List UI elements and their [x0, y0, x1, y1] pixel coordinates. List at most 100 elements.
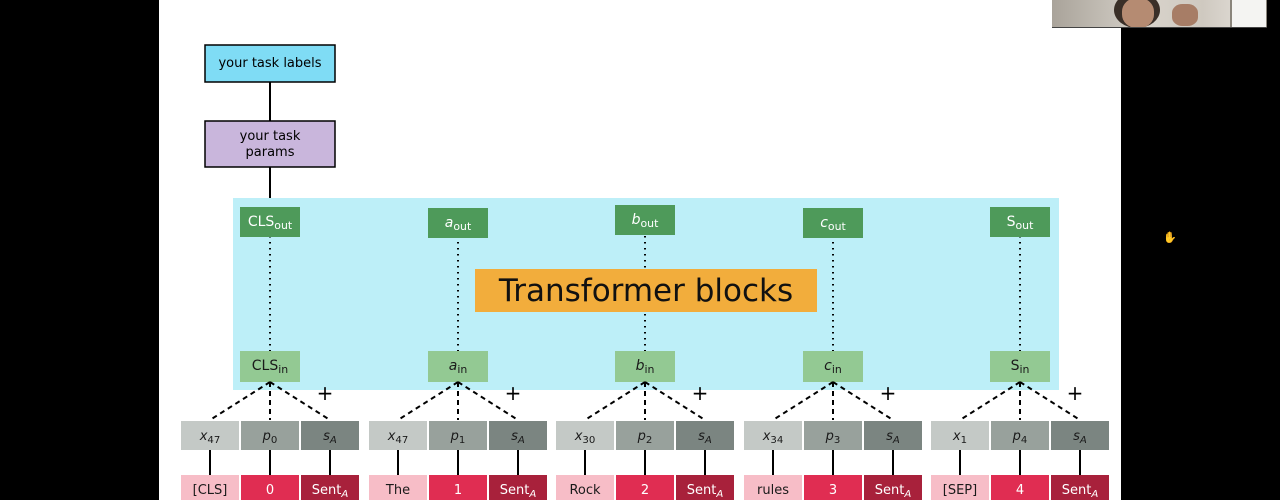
task-params-box [204, 120, 336, 168]
plus-sign: + [317, 381, 334, 405]
position-embedding-box [429, 421, 487, 450]
embedding-dashed-line [644, 381, 706, 421]
token-embedding-box [744, 421, 802, 450]
input-box [803, 351, 863, 382]
word-box [369, 475, 427, 500]
output-label-base: S [1007, 214, 1016, 230]
word-label-base: rules [757, 483, 789, 498]
segment-label: SentA [312, 483, 349, 500]
input-label-sub: in [1019, 363, 1029, 376]
word-box [744, 475, 802, 500]
token-embedding-label-sub: 1 [961, 435, 967, 446]
position-index-label: 2 [641, 483, 649, 498]
output-label-base: CLS [248, 214, 275, 230]
task-params-line2-base: params [246, 145, 295, 160]
segment-embedding-label: sA [511, 429, 525, 446]
position-index-label-base: 4 [1016, 483, 1024, 498]
token-embedding-label: x1 [952, 429, 967, 446]
input-label-sub: in [278, 363, 288, 376]
embedding-dashed-line [959, 381, 1021, 421]
plus-sign-base: + [505, 381, 522, 405]
segment-label-base: Sent [1062, 483, 1092, 498]
input-box [990, 351, 1050, 382]
segment-box [1051, 475, 1109, 500]
embedding-dashed-line [397, 381, 459, 421]
embedding-dashed-line [269, 381, 331, 421]
output-box [428, 208, 488, 238]
segment-embedding-box [301, 421, 359, 450]
position-index-label: 1 [454, 483, 462, 498]
token-embedding-label-sub: 30 [582, 435, 595, 446]
input-label-sub: in [644, 363, 654, 376]
segment-embedding-box [864, 421, 922, 450]
position-embedding-label-base: p [1012, 429, 1021, 444]
webcam-thumbnail [1052, 0, 1267, 28]
position-embedding-box [804, 421, 862, 450]
input-label: ain [449, 358, 468, 376]
token-embedding-label: x30 [574, 429, 596, 446]
plus-sign-base: + [880, 381, 897, 405]
word-label-base: [SEP] [943, 483, 977, 498]
task-params-line1: your task [240, 129, 301, 144]
output-label-sub: out [1016, 219, 1035, 232]
segment-label-base: Sent [500, 483, 530, 498]
segment-embedding-box [1051, 421, 1109, 450]
task-labels-text-base: your task labels [218, 56, 321, 71]
input-box [240, 351, 300, 382]
position-index-box [241, 475, 299, 500]
task-params-line1-base: your task [240, 129, 301, 144]
position-embedding-box [991, 421, 1049, 450]
token-embedding-box [369, 421, 427, 450]
word-label-base: [CLS] [193, 483, 228, 498]
segment-box [301, 475, 359, 500]
webcam-person-hand [1172, 4, 1198, 26]
word-label: Rock [569, 483, 601, 498]
plus-sign-base: + [317, 381, 334, 405]
input-label: Sin [1011, 358, 1030, 376]
position-index-label-base: 0 [266, 483, 274, 498]
input-label: CLSin [252, 358, 288, 376]
position-index-box [429, 475, 487, 500]
output-label-base: b [632, 212, 641, 228]
word-label: [SEP] [943, 483, 977, 498]
token-embedding-label-base: x [387, 429, 396, 444]
segment-label: SentA [875, 483, 912, 500]
cursor-hand-icon: ✋ [1163, 231, 1177, 244]
segment-embedding-label: sA [698, 429, 712, 446]
segment-embedding-label-base: s [323, 429, 330, 444]
plus-sign-base: + [692, 381, 709, 405]
output-label: CLSout [248, 214, 293, 232]
transformer-label-box [475, 269, 817, 312]
token-embedding-box [556, 421, 614, 450]
plus-sign: + [692, 381, 709, 405]
word-label-base: The [385, 483, 410, 498]
task-labels-box [204, 44, 336, 83]
input-label-base: CLS [252, 358, 279, 374]
input-box [428, 351, 488, 382]
transformer-label: Transformer blocks [498, 273, 793, 309]
segment-embedding-label: sA [1073, 429, 1087, 446]
segment-label-sub: A [528, 489, 536, 500]
token-embedding-label: x47 [387, 429, 409, 446]
plus-sign: + [1067, 381, 1084, 405]
input-label-base: S [1011, 358, 1020, 374]
position-embedding-label-base: p [262, 429, 271, 444]
segment-embedding-box [676, 421, 734, 450]
segment-label-sub: A [715, 489, 723, 500]
word-box [181, 475, 239, 500]
segment-label-sub: A [903, 489, 911, 500]
word-label-base: Rock [569, 483, 601, 498]
input-box [615, 351, 675, 382]
position-embedding-label-sub: 4 [1021, 435, 1027, 446]
segment-box [676, 475, 734, 500]
token-embedding-label: x34 [762, 429, 784, 446]
token-embedding-box [181, 421, 239, 450]
position-embedding-label-base: p [450, 429, 459, 444]
input-label-sub: in [457, 363, 467, 376]
output-label-sub: out [641, 217, 660, 230]
position-index-label-base: 1 [454, 483, 462, 498]
token-embedding-label-sub: 47 [395, 435, 408, 446]
token-embedding-label: x47 [199, 429, 221, 446]
